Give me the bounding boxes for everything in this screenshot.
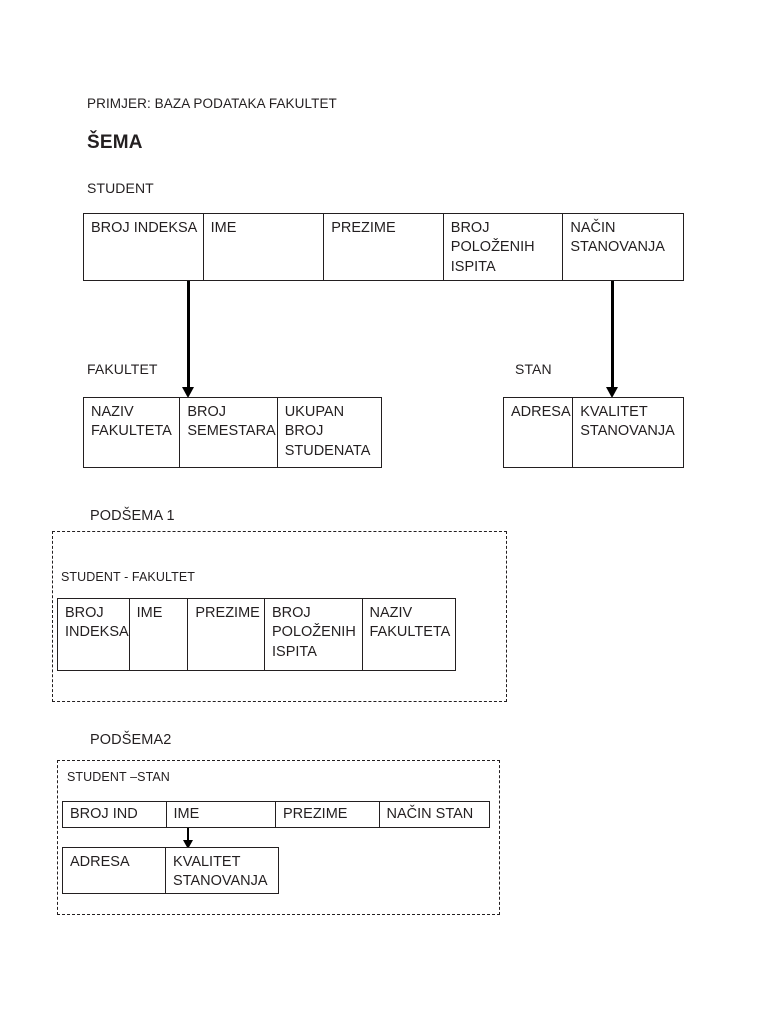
- table-cell: NAZIV FAKULTETA: [369, 605, 451, 641]
- arrow-student-to-fakultet: [180, 281, 196, 398]
- entity-label-student: STUDENT: [87, 180, 154, 196]
- section-label-podsema-2: PODŠEMA2: [90, 732, 172, 748]
- table-student-stan-bottom: ADRESA KVALITET STANOVANJA: [62, 847, 279, 894]
- table-cell: BROJ INDEKSA: [84, 214, 204, 280]
- table-cell: IME: [130, 599, 189, 670]
- table-cell: ADRESA: [63, 848, 167, 893]
- table-cell: IME: [204, 214, 325, 280]
- table-stan: ADRESA KVALITET STANOVANJA: [503, 397, 684, 468]
- table-cell: KVALITET STANOVANJA: [580, 404, 675, 440]
- arrow-student-to-stan: [604, 281, 620, 398]
- table-cell: ADRESA: [504, 398, 574, 467]
- relation-label-student-stan: STUDENT –STAN: [67, 770, 170, 784]
- table-fakultet: NAZIV FAKULTETA BROJ SEMESTARA UKUPAN BR…: [83, 397, 382, 468]
- arrow-student-stan-to-stan: [181, 828, 195, 849]
- table-cell: PREZIME: [188, 599, 266, 670]
- table-cell: NAZIV FAKULTETA: [84, 398, 181, 467]
- table-cell: NAČIN STANOVANJA: [570, 220, 665, 256]
- section-label-podsema-1: PODŠEMA 1: [90, 508, 175, 524]
- table-cell: BROJ IND: [63, 802, 167, 827]
- table-cell: KVALITET STANOVANJA: [173, 854, 268, 890]
- table-cell: BROJ INDEKSA: [58, 599, 130, 670]
- table-cell: BROJ SEMESTARA: [180, 398, 278, 467]
- table-cell: NAČIN STAN: [386, 806, 474, 822]
- table-cell: UKUPAN BROJ STUDENATA: [284, 404, 371, 459]
- table-cell: BROJ POLOŽENIH ISPITA: [265, 599, 363, 670]
- table-student-stan-top: BROJ IND IME PREZIME NAČIN STAN: [62, 801, 490, 828]
- table-student: BROJ INDEKSA IME PREZIME BROJ POLOŽENIH …: [83, 213, 684, 281]
- table-cell: BROJ POLOŽENIH ISPITA: [444, 214, 564, 280]
- entity-label-stan: STAN: [515, 361, 552, 377]
- subschema-box-2: [57, 760, 500, 915]
- table-cell: PREZIME: [324, 214, 444, 280]
- table-cell: PREZIME: [276, 802, 380, 827]
- subschema-box-1: [52, 531, 507, 702]
- table-cell: IME: [167, 802, 276, 827]
- page-title: ŠEMA: [87, 132, 143, 153]
- relation-label-student-fakultet: STUDENT - FAKULTET: [61, 570, 195, 584]
- document-header: PRIMJER: BAZA PODATAKA FAKULTET: [87, 96, 337, 111]
- entity-label-fakultet: FAKULTET: [87, 361, 158, 377]
- table-student-fakultet: BROJ INDEKSA IME PREZIME BROJ POLOŽENIH …: [57, 598, 456, 671]
